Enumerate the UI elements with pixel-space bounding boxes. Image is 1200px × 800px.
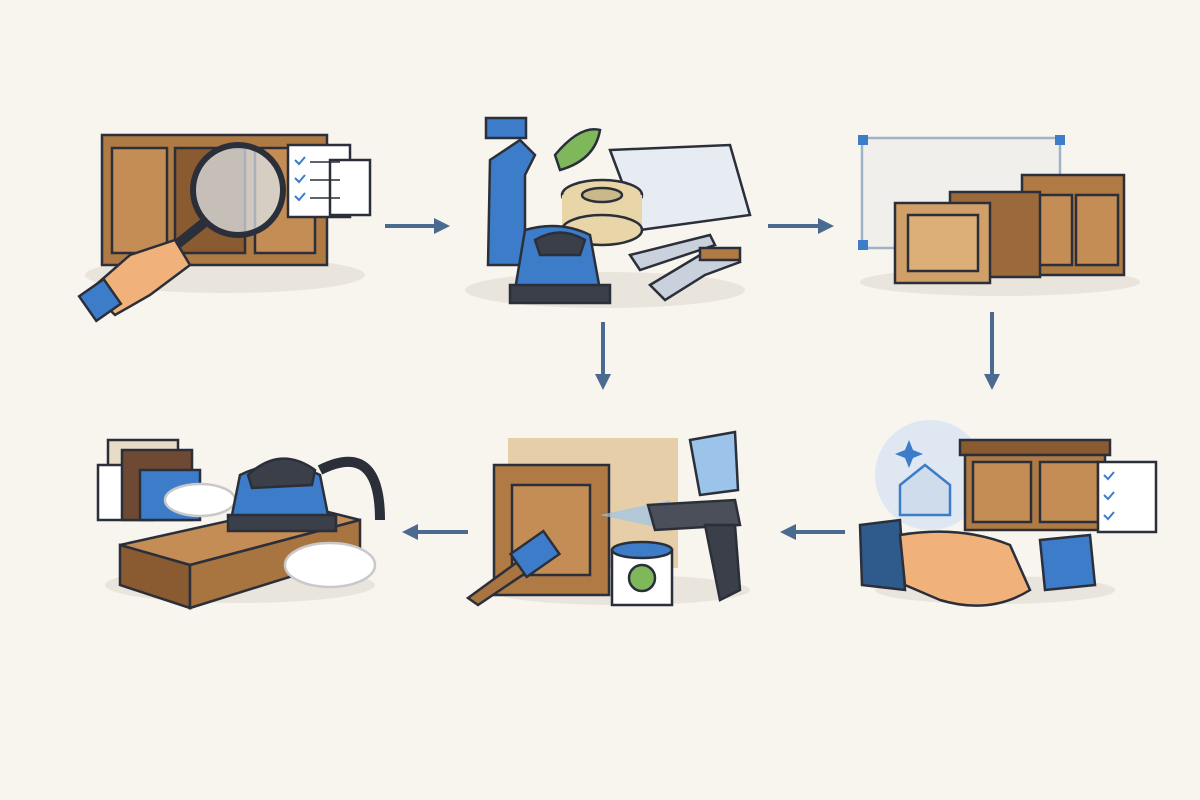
step-supplies-illustration — [465, 116, 752, 308]
step-sanding-illustration — [96, 438, 385, 610]
step-handover-illustration — [858, 420, 1158, 607]
step-inspection-illustration — [77, 133, 372, 323]
step-masking-illustration — [858, 135, 1140, 296]
flow-arrows — [385, 218, 1000, 540]
step-painting-illustration — [465, 430, 750, 607]
